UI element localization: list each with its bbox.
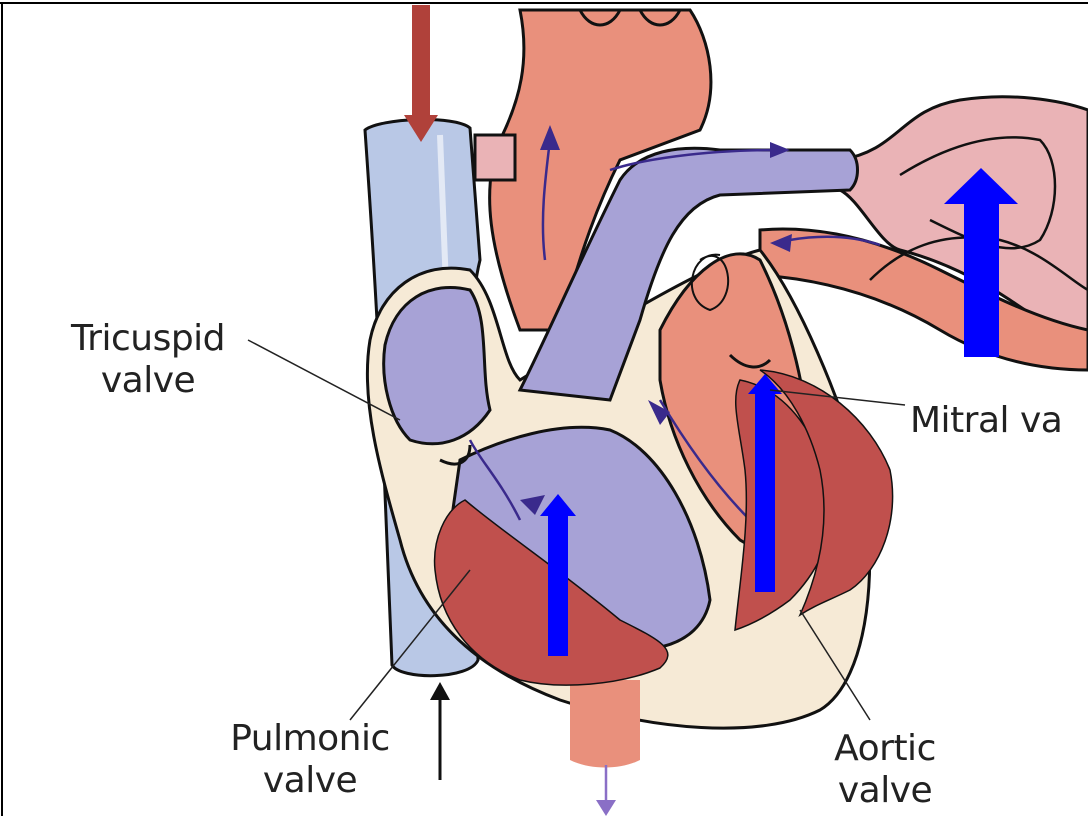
inflow-arrow xyxy=(404,5,438,142)
pulmonic-inflow-arrow xyxy=(430,682,450,780)
tricuspid-label-line2: valve xyxy=(48,360,248,402)
aortic-label-line1: Aortic xyxy=(800,728,970,770)
mitral-valve-label: Mitral va xyxy=(910,400,1062,442)
pulmonic-label-line2: valve xyxy=(205,760,415,802)
pulmonic-label-line1: Pulmonic xyxy=(205,718,415,760)
aortic-label-line2: valve xyxy=(800,770,970,812)
connector-vessel xyxy=(475,135,515,180)
bottom-outflow-arrow xyxy=(596,765,616,816)
aortic-valve-label: Aortic valve xyxy=(800,728,970,812)
tricuspid-label-line1: Tricuspid xyxy=(48,318,248,360)
pulmonic-valve-label: Pulmonic valve xyxy=(205,718,415,802)
descending-aorta xyxy=(570,680,640,768)
mitral-label-text: Mitral va xyxy=(910,400,1062,442)
tricuspid-valve-label: Tricuspid valve xyxy=(48,318,248,402)
